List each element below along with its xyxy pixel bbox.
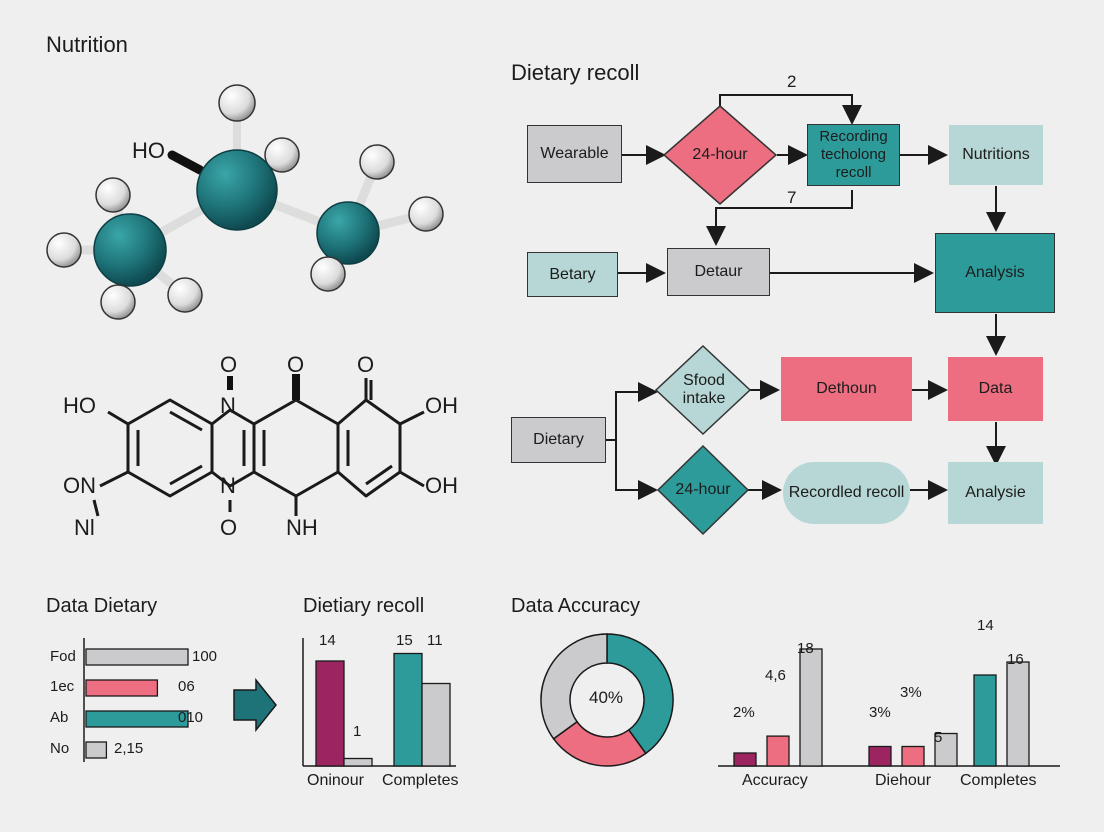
c4-bar-1-0 [868,745,892,767]
node-data: Data [948,357,1043,421]
c4-bar-1-2 [934,732,958,767]
node-dethoun: Dethoun [781,357,912,421]
c2-val-1-0: 15 [396,632,413,649]
struct-label-o4: O [220,515,238,540]
c4-bar-0-2 [799,648,823,767]
donut-center-label: 40% [588,688,624,707]
right-arrow-icon [233,677,277,733]
flowchart-connectors [606,94,1006,536]
c1-val-3: 2,15 [114,740,144,757]
c4-bar-2-1 [973,674,997,767]
struct-label-on: ON [63,473,96,498]
ball-stick-molecule [46,84,444,320]
c1-bar-3 [85,741,108,759]
c2-val-1-1: 11 [427,632,443,649]
c4-bar-0-1 [766,735,790,767]
struct-label-oh2: OH [425,473,458,498]
edge-label-7: 7 [787,188,797,207]
c4-val-2-1: 16 [1007,651,1024,668]
c4-val-1-0: 3% [869,704,891,721]
donut-slice-0 [606,633,674,755]
diamond-sfood [654,344,752,436]
struct-label-nh: NH [286,515,318,540]
chart3-title: Data Accuracy [511,595,640,617]
node-recorded: Recordled recoll [783,462,910,524]
c1-cat-1: 1ec [50,678,75,695]
chart1-title: Data Dietary [46,595,158,617]
node-24hour-top-label: 24-hour [692,146,748,163]
hydroxyl-label: HO [132,138,165,163]
c2-bar-0-0 [315,660,345,767]
node-nutritions: Nutritions [949,125,1043,185]
node-sfood-label: Sfood intake [682,372,726,407]
c4-val-1-1: 3% [900,684,922,701]
nutrition-title: Nutrition [46,32,128,57]
struct-label-nl: Nl [74,515,95,540]
node-dietary: Dietary [511,417,606,463]
c4-bar-1-1 [901,745,925,767]
edge-label-2: 2 [787,72,797,91]
c2-cat-1: Completes [382,772,459,789]
c4-cat-0: Accuracy [742,772,808,789]
c2-val-0-0: 14 [319,632,336,649]
c2-bar-0-1 [343,757,373,767]
node-detaur: Detaur [667,248,770,296]
diamond-24hour-bottom [656,444,750,536]
c1-val-0: 100 [192,648,218,665]
c4-bar-0-0 [733,752,757,767]
c1-bar-1 [85,679,159,697]
node-betary: Betary [527,252,618,297]
node-wearable: Wearable [527,125,622,183]
skeletal-structure [92,374,425,517]
bottom-charts [83,633,1060,767]
c4-cat-2: Completes [960,772,1037,789]
diamond-24hour-top [662,105,778,205]
donut-slice-2 [540,633,608,740]
struct-label-o1: O [220,352,238,377]
node-24hour-bottom-label: 24-hour [675,481,731,498]
c4-val-1-2: 5 [934,729,943,746]
c4-bar-2-2 [1006,661,1030,767]
c1-cat-0: Fod [50,648,76,665]
c1-bar-0 [85,648,189,666]
c4-val-0-1: 4,6 [765,667,786,684]
c4-cat-1: Diehour [875,772,932,789]
struct-label-o2: O [287,352,305,377]
c4-val-0-0: 2% [733,704,755,721]
node-recording: Recording techolong recoll [807,124,900,186]
struct-label-o3: O [357,352,375,377]
c1-val-2: 010 [178,709,204,726]
c1-bar-2 [85,710,189,728]
struct-label-n1: N [220,393,236,418]
flow-title: Dietary recoll [511,60,640,85]
c4-val-0-2: 18 [797,640,814,657]
c2-bar-1-1 [421,682,451,767]
struct-label-n2: N [220,473,236,498]
struct-label-ho: HO [63,393,96,418]
node-analysis: Analysis [935,233,1055,313]
struct-label-oh1: OH [425,393,458,418]
c4-val-2-0: 14 [977,617,994,634]
c1-cat-2: Ab [50,709,69,726]
chart2-title: Dietiary recoll [303,595,425,617]
c2-val-0-1: 1 [353,723,362,740]
node-analysie: Analysie [948,462,1043,524]
c1-val-1: 06 [178,678,195,695]
c2-bar-1-0 [393,652,423,767]
c1-cat-3: No [50,740,70,757]
c2-cat-0: Oninour [307,772,364,789]
